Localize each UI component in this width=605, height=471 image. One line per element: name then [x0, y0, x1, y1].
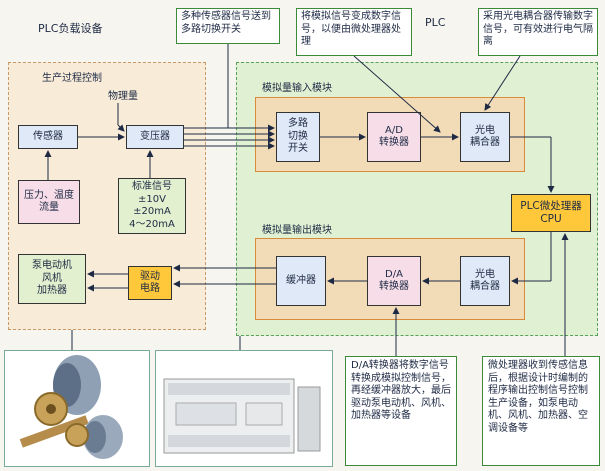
plc-label: PLC	[425, 16, 446, 29]
plc-load-label: PLC负载设备	[38, 22, 103, 35]
da-converter-callout: D/A转换器将数字信号转换成模拟控制信号，再经缓冲器放大，最后驱动泵电动机、风机…	[345, 356, 457, 466]
motor-gear-image	[5, 351, 149, 466]
motor-photo	[4, 350, 150, 467]
pressure-temperature-box: 压力、温度流量	[18, 180, 80, 224]
buffer-box: 缓冲器	[276, 256, 326, 306]
physical-quantity-label: 物理量	[108, 91, 138, 102]
mux-switch-box: 多路 切换 开关	[276, 112, 320, 162]
sensor-box: 传感器	[18, 125, 78, 149]
ad-converter-box: A/D 转换器	[367, 112, 421, 162]
optocoupler-in-box: 光电 耦合器	[460, 112, 510, 162]
analog-to-digital-callout: 将模拟信号变成数字信号，以便由微处理器处理	[296, 8, 412, 56]
cpu-process-callout: 微处理器收到传感信息后，根据设计时编制的程序输出控制信号控制生产设备，如泵电动机…	[482, 356, 600, 466]
loads-box: 泵电动机 风机 加热器	[18, 254, 86, 304]
optocoupler-callout: 采用光电耦合器传输数字信号，可有效进行电气隔离	[478, 8, 598, 56]
multi-sensor-callout: 多种传感器信号送到多路切换开关	[176, 8, 280, 44]
analog-output-label: 模拟量输出模块	[262, 225, 332, 236]
plc-device-photo	[155, 350, 333, 467]
analog-input-label: 模拟量输入模块	[262, 83, 332, 94]
production-control-label: 生产过程控制	[42, 73, 102, 84]
transformer-box: 变压器	[126, 125, 184, 149]
standard-signal-box: 标准信号 ±10V ±20mA 4～20mA	[118, 178, 186, 234]
plc-device-image	[156, 351, 332, 466]
plc-cpu-box: PLC微处理器 CPU	[511, 194, 591, 232]
da-converter-box: D/A 转换器	[367, 256, 421, 306]
drive-circuit-box: 驱动 电路	[128, 266, 172, 300]
optocoupler-out-box: 光电 耦合器	[460, 256, 510, 306]
